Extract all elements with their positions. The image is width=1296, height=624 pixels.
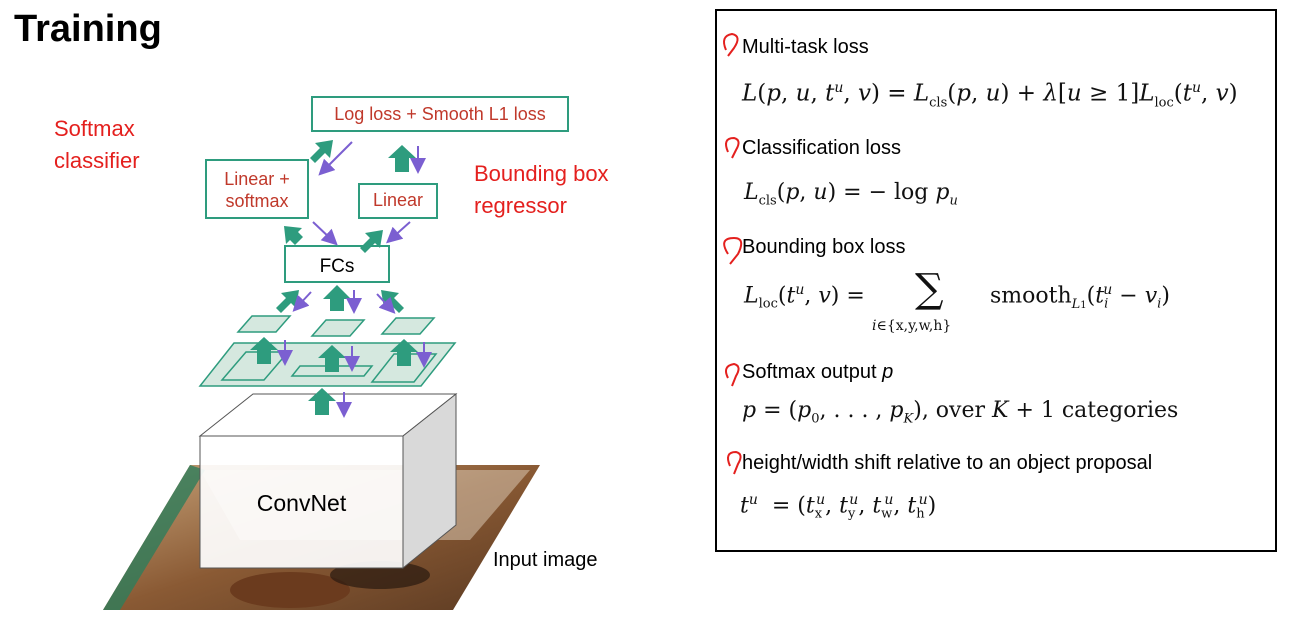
roi-pooled-maps [236,315,436,337]
annotation-mark-5 [727,450,742,475]
heading-softmax-output: Softmax output p [742,361,894,383]
fcs-box [284,245,390,283]
equation-softmax-output: p = (p0, . . . , pK), over K + 1 categor… [742,398,1179,427]
annotation-mark-2 [725,136,740,159]
loss-panel [715,9,1277,552]
backward-arrows [277,141,432,418]
linear-softmax-label: Linear + softmax [206,168,308,212]
sum-index: i∈{x,y,w,h} [872,318,952,334]
heading-bounding-box-loss: Bounding box loss [742,236,906,258]
equation-bbox-loss: Lloc(tu, v) = [744,282,865,312]
annotation-mark-1 [723,32,739,57]
fast-rcnn-diagram [103,96,569,610]
fcs-label: FCs [319,256,355,277]
bbox-regressor-label: Bounding box regressor [474,158,609,222]
linear-softmax-line1: Linear + [224,169,290,189]
heading-multi-task-loss: Multi-task loss [742,36,869,58]
convnet-label: ConvNet [256,490,347,516]
input-image-label: Input image [493,549,598,571]
linear-softmax-box [205,159,309,219]
softmax-label-line1: Softmax [54,116,135,141]
smooth-term: smoothL1(tiu − vi) [990,282,1170,312]
equation-multi-task-loss: L(p, u, tu, v) = Lcls(p, u) + λ[u ≥ 1]Ll… [742,80,1238,111]
loss-box-label: Log loss + Smooth L1 loss [334,104,546,124]
linear-box [358,183,438,219]
linear-softmax-line2: softmax [225,191,289,211]
sum-symbol: ∑ [915,266,944,312]
forward-arrows [250,140,418,415]
bbox-label-line2: regressor [474,193,567,218]
loss-box [311,96,569,132]
heading-shift: height/width shift relative to an object… [742,452,1153,474]
softmax-label-line2: classifier [54,148,140,173]
linear-box-label: Linear [372,190,424,210]
equation-classification-loss: Lcls(p, u) = − log pu [744,180,958,209]
annotation-mark-4 [725,362,740,387]
heading-classification-loss: Classification loss [742,137,901,159]
annotation-mark-3 [723,236,743,265]
equation-shift: tu = (txu, tyu, twu, thu) [740,492,937,522]
bbox-label-line1: Bounding box [474,161,609,186]
softmax-classifier-label: Softmax classifier [54,113,140,177]
page-title: Training [14,8,162,50]
